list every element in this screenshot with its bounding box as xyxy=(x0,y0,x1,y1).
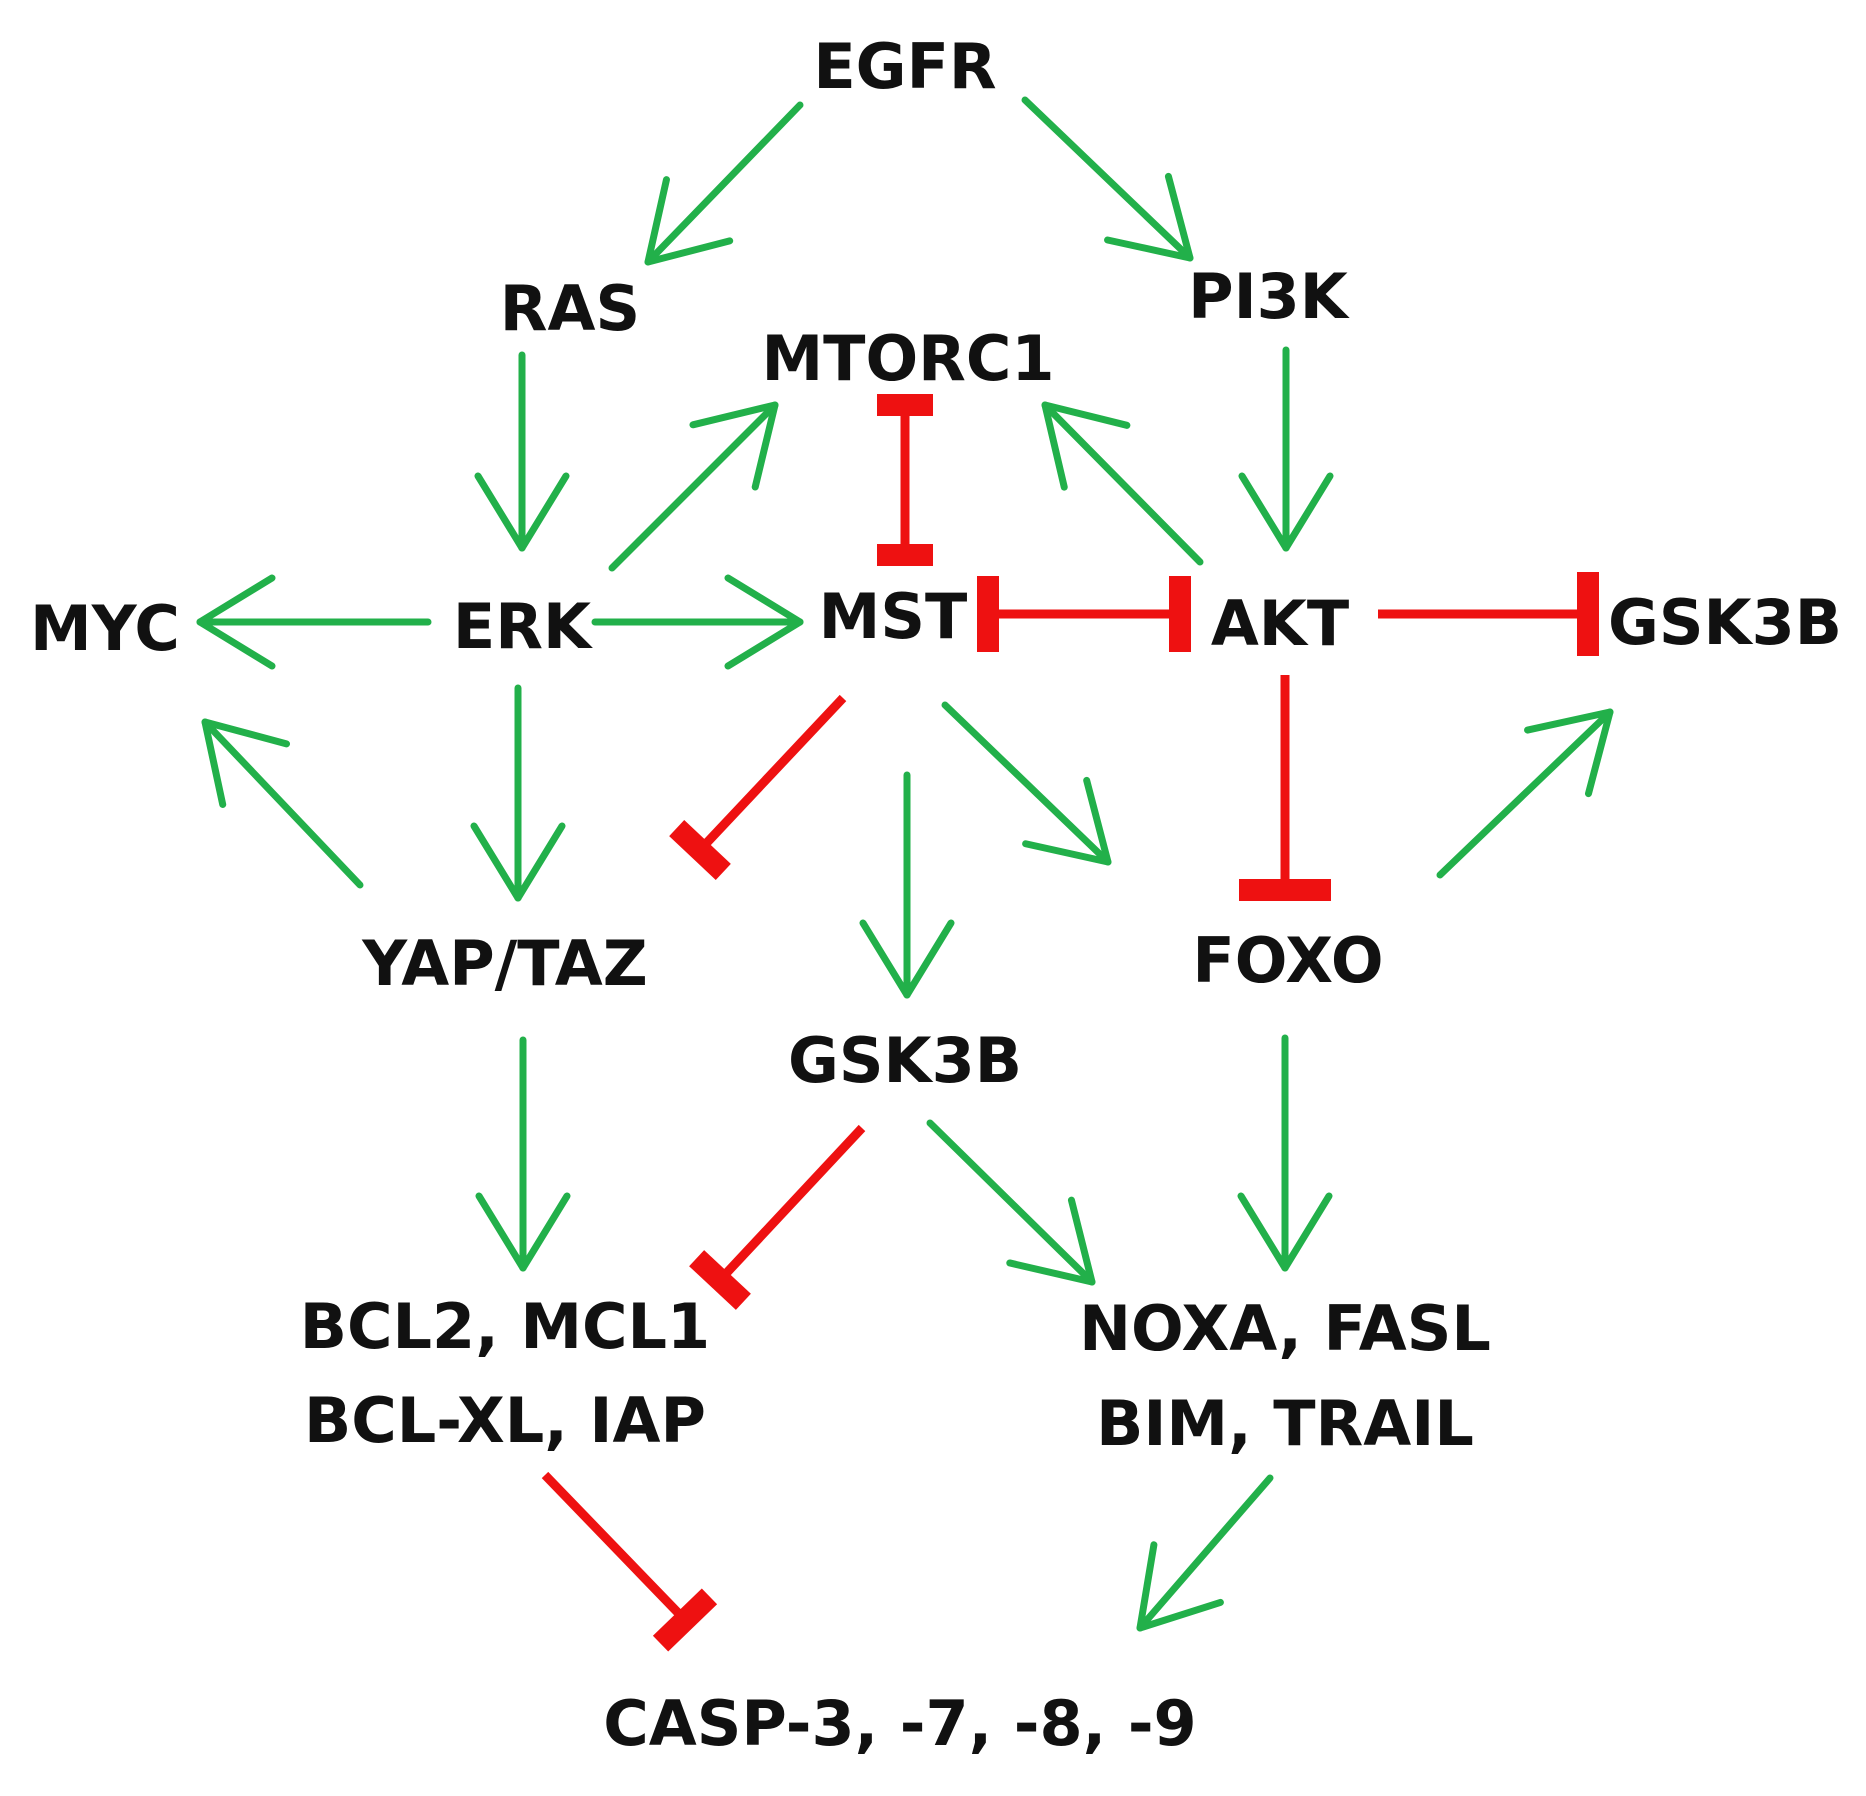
edge-mst-gsk3b xyxy=(859,771,955,999)
edge-yap-myc xyxy=(201,718,364,889)
node-bim-trail: BIM, TRAIL xyxy=(1096,1387,1474,1460)
edge-bcl-casp-bar xyxy=(652,1588,718,1652)
edge-yap-bcl-head xyxy=(475,1192,571,1272)
edge-bcl-casp xyxy=(541,1471,718,1652)
edge-mst-mtorc1 xyxy=(877,394,933,566)
node-foxo: FOXO xyxy=(1192,924,1383,997)
node-casp: CASP-3, -7, -8, -9 xyxy=(603,1687,1196,1760)
node-bclxl-iap: BCL-XL, IAP xyxy=(304,1384,706,1457)
edge-erk-myc-head xyxy=(196,574,276,670)
edge-gsk3b-bcl-shaft xyxy=(716,1124,866,1284)
edge-pi3k-akt-head xyxy=(1238,472,1334,552)
node-ras: RAS xyxy=(500,272,640,345)
node-mtorc1: MTORC1 xyxy=(761,322,1054,395)
node-yap-taz: YAP/TAZ xyxy=(361,927,647,1000)
edge-foxo-noxa xyxy=(1237,1034,1333,1272)
edge-gsk3b-bcl xyxy=(689,1124,866,1310)
edge-erk-mtorc1 xyxy=(608,401,779,572)
edge-bim-casp xyxy=(1136,1474,1274,1632)
node-akt: AKT xyxy=(1211,587,1349,660)
edge-akt-mtorc1-shaft xyxy=(1041,401,1204,566)
edge-akt-foxo xyxy=(1239,675,1331,901)
edge-akt-mtorc1 xyxy=(1041,401,1204,566)
edge-erk-mtorc1-shaft xyxy=(608,401,779,572)
edge-mst-foxo-head xyxy=(1022,776,1112,866)
edge-akt-gsk3b xyxy=(1378,572,1599,656)
node-egfr: EGFR xyxy=(813,30,996,103)
edge-mst-foxo-shaft xyxy=(941,701,1112,866)
edge-yap-myc-head xyxy=(201,718,291,808)
edge-bim-casp-shaft xyxy=(1136,1474,1274,1632)
edge-bim-casp-head xyxy=(1136,1541,1224,1632)
edge-gsk3b-noxa-head xyxy=(1006,1196,1096,1286)
edge-gsk3b-bcl-bar xyxy=(689,1250,751,1310)
node-gsk3b-center: GSK3B xyxy=(788,1024,1022,1097)
edge-mst-yap-bar xyxy=(669,820,731,880)
node-pi3k: PI3K xyxy=(1188,260,1350,333)
node-myc: MYC xyxy=(30,592,180,665)
edge-gsk3b-noxa xyxy=(926,1119,1096,1286)
edge-pi3k-akt xyxy=(1238,346,1334,552)
edge-mst-akt xyxy=(977,576,1191,652)
node-bcl2-mcl1: BCL2, MCL1 xyxy=(300,1290,710,1363)
edge-mst-yap xyxy=(669,694,847,880)
edge-egfr-ras-shaft xyxy=(644,101,804,266)
edge-gsk3b-noxa-shaft xyxy=(926,1119,1096,1286)
edge-foxo-noxa-head xyxy=(1237,1192,1333,1272)
edge-erk-yap-head xyxy=(470,822,566,902)
edge-egfr-ras xyxy=(644,101,804,266)
edge-erk-mst xyxy=(591,574,804,670)
edge-mst-foxo xyxy=(941,701,1112,866)
edge-mst-gsk3b-head xyxy=(859,919,955,999)
node-noxa-fasl: NOXA, FASL xyxy=(1079,1292,1491,1365)
edge-foxo-gsk3b-shaft xyxy=(1436,708,1614,879)
edge-erk-myc xyxy=(196,574,432,670)
node-gsk3b-right: GSK3B xyxy=(1608,586,1842,659)
edge-erk-mst-head xyxy=(724,574,804,670)
edge-mst-yap-shaft xyxy=(696,694,847,854)
node-erk: ERK xyxy=(453,590,593,663)
edge-erk-yap xyxy=(470,684,566,902)
labels-layer: EGFR RAS PI3K MTORC1 MYC ERK MST AKT GSK… xyxy=(30,30,1842,1760)
edge-ras-erk xyxy=(474,351,570,552)
edge-bcl-casp-shaft xyxy=(541,1471,689,1624)
edge-egfr-ras-head xyxy=(644,176,734,266)
edge-foxo-gsk3b-head xyxy=(1524,708,1614,798)
edge-foxo-gsk3b xyxy=(1436,708,1614,879)
edge-egfr-pi3k-shaft xyxy=(1021,96,1194,262)
edge-erk-mtorc1-head xyxy=(689,401,779,491)
edges-layer xyxy=(196,96,1614,1652)
edge-egfr-pi3k xyxy=(1021,96,1194,262)
edge-egfr-pi3k-head xyxy=(1104,172,1194,262)
edge-yap-bcl xyxy=(475,1036,571,1272)
edge-ras-erk-head xyxy=(474,472,570,552)
edge-yap-myc-shaft xyxy=(201,718,364,889)
node-mst: MST xyxy=(819,580,968,653)
edge-akt-mtorc1-head xyxy=(1041,401,1131,491)
